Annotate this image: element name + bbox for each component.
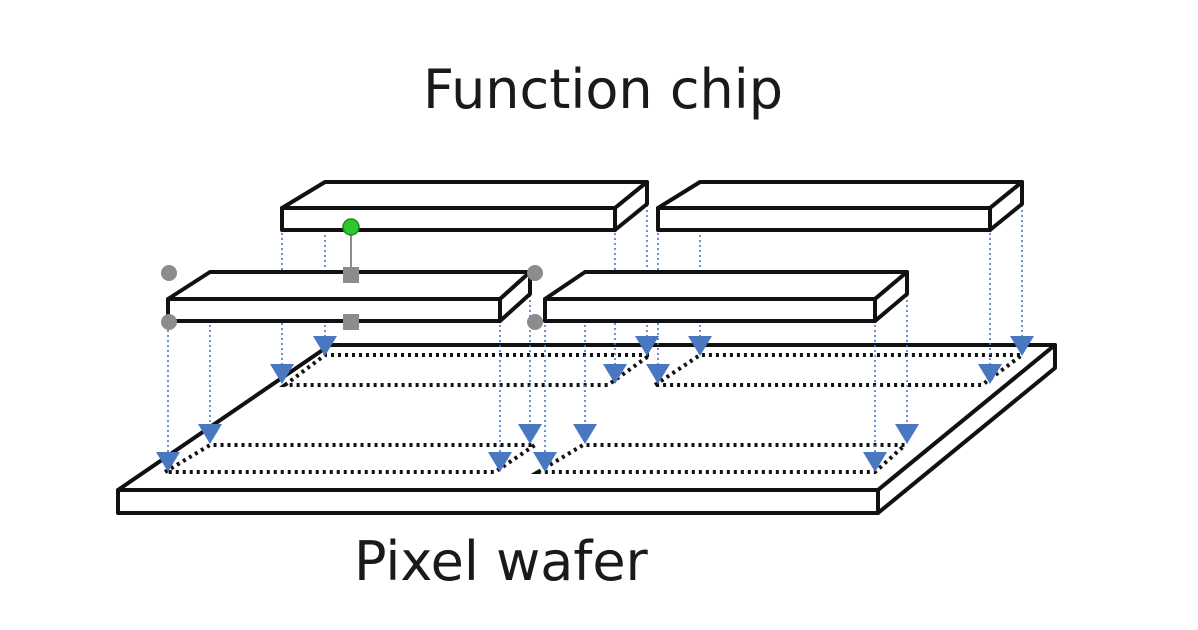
selection-handles[interactable] bbox=[161, 218, 543, 330]
pixel-wafer-label: Pixel wafer bbox=[354, 530, 648, 593]
function-chip-front-right bbox=[543, 270, 909, 323]
function-chip-front-left[interactable] bbox=[166, 270, 532, 323]
pixel-wafer bbox=[116, 343, 1057, 515]
resize-handle-top-left[interactable] bbox=[161, 265, 177, 281]
resize-handle-bottom-right[interactable] bbox=[527, 314, 543, 330]
resize-handle-top-center[interactable] bbox=[343, 267, 359, 283]
function-chip-back-left bbox=[280, 180, 649, 232]
resize-handle-top-right[interactable] bbox=[527, 265, 543, 281]
projection-arrows bbox=[156, 336, 1034, 472]
wafer-right-face bbox=[876, 343, 1057, 515]
function-chip-back-right bbox=[656, 180, 1024, 232]
resize-handle-bottom-center[interactable] bbox=[343, 314, 359, 330]
wafer-front-face bbox=[116, 488, 880, 515]
resize-handle-bottom-left[interactable] bbox=[161, 314, 177, 330]
function-chip-label: Function chip bbox=[422, 58, 784, 121]
footprint-front-right bbox=[530, 443, 911, 474]
rotate-handle[interactable] bbox=[342, 218, 360, 236]
footprint-back-right bbox=[648, 353, 1028, 387]
